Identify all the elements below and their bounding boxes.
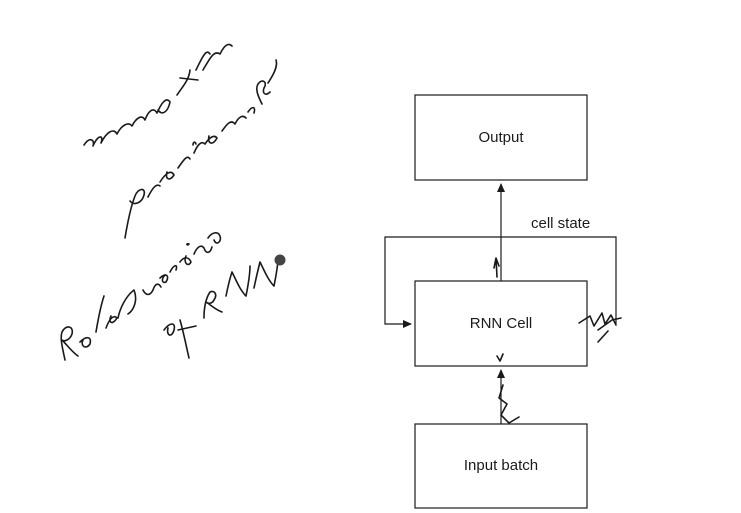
input-batch-node: Input batch	[414, 423, 588, 509]
handwritten-note-memory	[83, 43, 278, 239]
output-node: Output	[414, 94, 588, 181]
annotation-dot	[274, 254, 286, 266]
output-label: Output	[478, 129, 524, 146]
handwritten-note-rolled	[60, 232, 279, 361]
ink-scribble-input-edge	[498, 384, 520, 424]
input-batch-label: Input batch	[464, 457, 538, 474]
ink-scribble-loop-right	[578, 312, 622, 343]
rnn-cell-node: RNN Cell	[414, 280, 588, 367]
ink-arrow-up-mark	[493, 257, 500, 278]
cell-state-label: cell state	[531, 215, 590, 232]
ink-small-mark-below-cell	[496, 353, 504, 362]
edge-recurrent-loop	[384, 236, 617, 328]
rnn-cell-label: RNN Cell	[470, 315, 533, 332]
